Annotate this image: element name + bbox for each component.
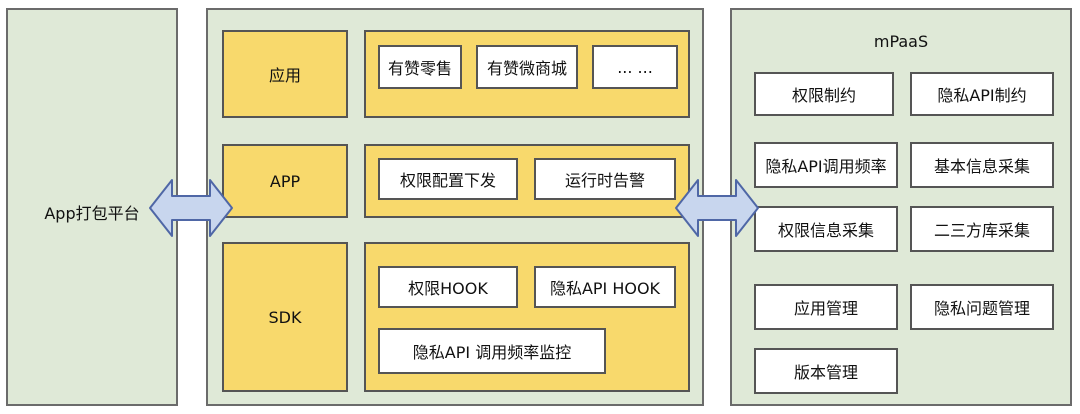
left-double-arrow-icon [149,179,233,237]
app-packaging-platform-panel: App打包平台 [6,8,178,406]
layer-box-app: 权限配置下发 运行时告警 [364,144,690,218]
app-item-youzan-weishangcheng: 有赞微商城 [476,45,578,89]
app-packaging-platform-title: App打包平台 [44,204,140,223]
layer-box-application: 有赞零售 有赞微商城 ... ... [364,30,690,118]
layer-label-app: APP [222,144,348,218]
app-item-permission-config: 权限配置下发 [378,158,518,200]
app-item-more: ... ... [592,45,678,89]
layer-box-sdk: 权限HOOK 隐私API HOOK 隐私API 调用频率监控 [364,242,690,392]
mpaas-item-privacy-issue-management: 隐私问题管理 [910,284,1054,330]
mpaas-item-version-management: 版本管理 [754,348,898,394]
sdk-item-privacy-api-frequency-monitor: 隐私API 调用频率监控 [378,328,606,374]
mpaas-item-app-management: 应用管理 [754,284,898,330]
mpaas-item-third-party-lib-collection: 二三方库采集 [910,206,1054,252]
sdk-item-privacy-api-hook: 隐私API HOOK [534,266,676,308]
app-item-runtime-alert: 运行时告警 [534,158,676,200]
mpaas-item-permission-info-collection: 权限信息采集 [754,206,898,252]
app-item-youzan-retail: 有赞零售 [378,45,462,89]
right-double-arrow-icon [675,179,759,237]
mpaas-item-privacy-api-frequency: 隐私API调用频率 [754,142,898,188]
mpaas-item-basic-info-collection: 基本信息采集 [910,142,1054,188]
mpaas-item-permission-restriction: 权限制约 [754,72,894,116]
layer-label-sdk: SDK [222,242,348,392]
mpaas-item-privacy-api-restriction: 隐私API制约 [910,72,1054,116]
mpaas-panel: mPaaS 权限制约 隐私API制约 隐私API调用频率 基本信息采集 权限信息… [730,8,1072,406]
mpaas-title: mPaaS [873,32,929,51]
layer-label-application: 应用 [222,30,348,118]
sdk-item-permission-hook: 权限HOOK [378,266,518,308]
client-layers-panel: 应用 有赞零售 有赞微商城 ... ... APP 权限配置下发 运行时告警 S… [206,8,704,406]
